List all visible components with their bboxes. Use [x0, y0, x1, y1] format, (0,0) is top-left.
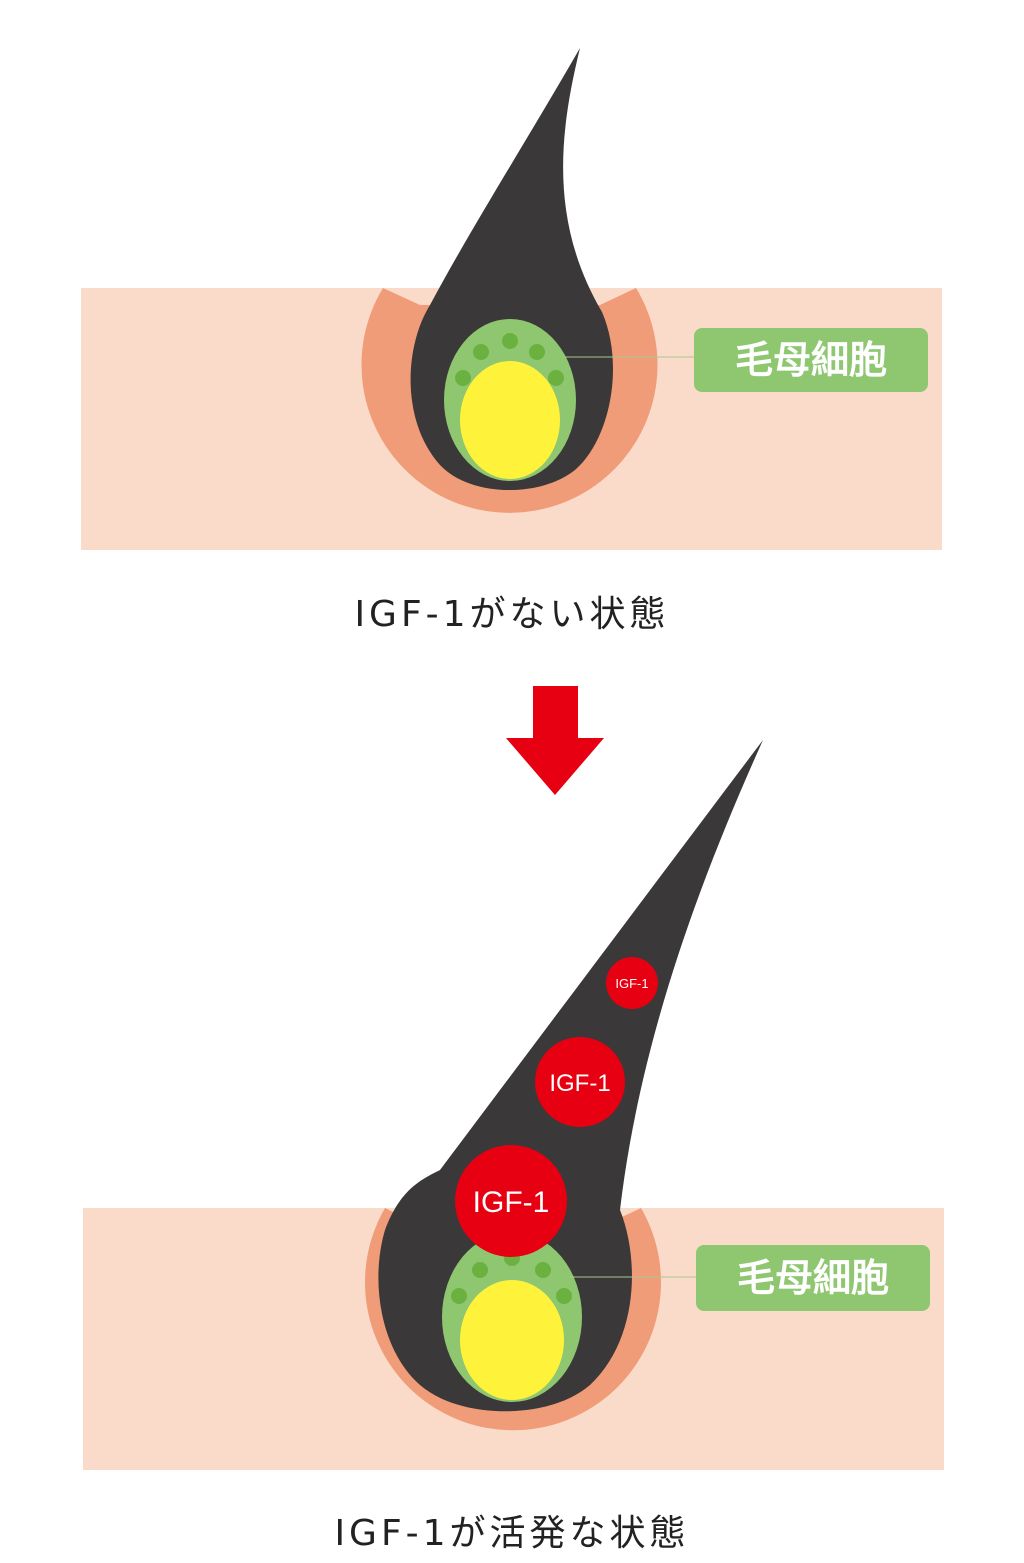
papilla-dot: [535, 1262, 551, 1278]
papilla-dot: [502, 333, 518, 349]
papilla-dot: [473, 344, 489, 360]
svg-text:IGF-1: IGF-1: [549, 1070, 610, 1097]
top-panel: 毛母細胞: [81, 48, 942, 550]
igf-badge-medium: IGF-1: [535, 1037, 625, 1127]
papilla-dot: [455, 370, 471, 386]
papilla-dot: [556, 1288, 572, 1304]
label-box: [696, 1245, 930, 1311]
cell-label: 毛母細胞: [737, 1256, 889, 1300]
svg-text:IGF-1: IGF-1: [615, 976, 648, 991]
igf-badge-large: IGF-1: [455, 1145, 567, 1257]
hair-papilla-core: [460, 1280, 564, 1400]
label-box: [694, 328, 928, 392]
papilla-dot: [472, 1262, 488, 1278]
down-arrow-icon: [506, 686, 604, 795]
papilla-dot: [451, 1288, 467, 1304]
papilla-dot: [548, 370, 564, 386]
cell-label: 毛母細胞: [735, 338, 887, 382]
papilla-dot: [529, 344, 545, 360]
top-caption: IGF-1がない状態: [354, 594, 669, 635]
svg-text:IGF-1: IGF-1: [473, 1186, 550, 1219]
bottom-panel: IGF-1 IGF-1 IGF-1 毛母細胞: [83, 740, 944, 1470]
hair-papilla-core: [460, 361, 560, 479]
bottom-caption: IGF-1が活発な状態: [334, 1513, 689, 1554]
igf-badge-small: IGF-1: [606, 957, 658, 1009]
